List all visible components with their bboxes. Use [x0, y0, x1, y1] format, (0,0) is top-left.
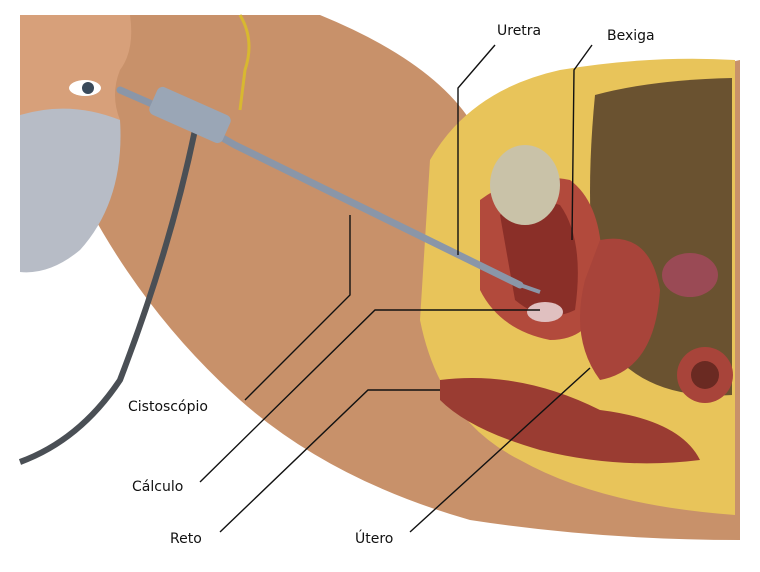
ovary: [662, 253, 718, 297]
label-bladder: Bexiga: [607, 28, 655, 44]
label-cystoscope: Cistoscópio: [128, 399, 208, 415]
pubic-bone: [490, 145, 560, 225]
light-cable: [238, 14, 251, 111]
label-urethra: Uretra: [497, 23, 542, 39]
label-rectum: Reto: [170, 531, 202, 547]
surgical-mask: [20, 108, 121, 273]
label-stone: Cálculo: [132, 479, 184, 495]
leader-lines: [199, 44, 593, 533]
bladder-stone: [527, 302, 563, 322]
doctor-face: [20, 15, 132, 130]
label-uterus: Útero: [355, 531, 394, 547]
rectum: [440, 378, 700, 464]
uterus: [580, 238, 660, 380]
scope-cable: [18, 129, 198, 465]
